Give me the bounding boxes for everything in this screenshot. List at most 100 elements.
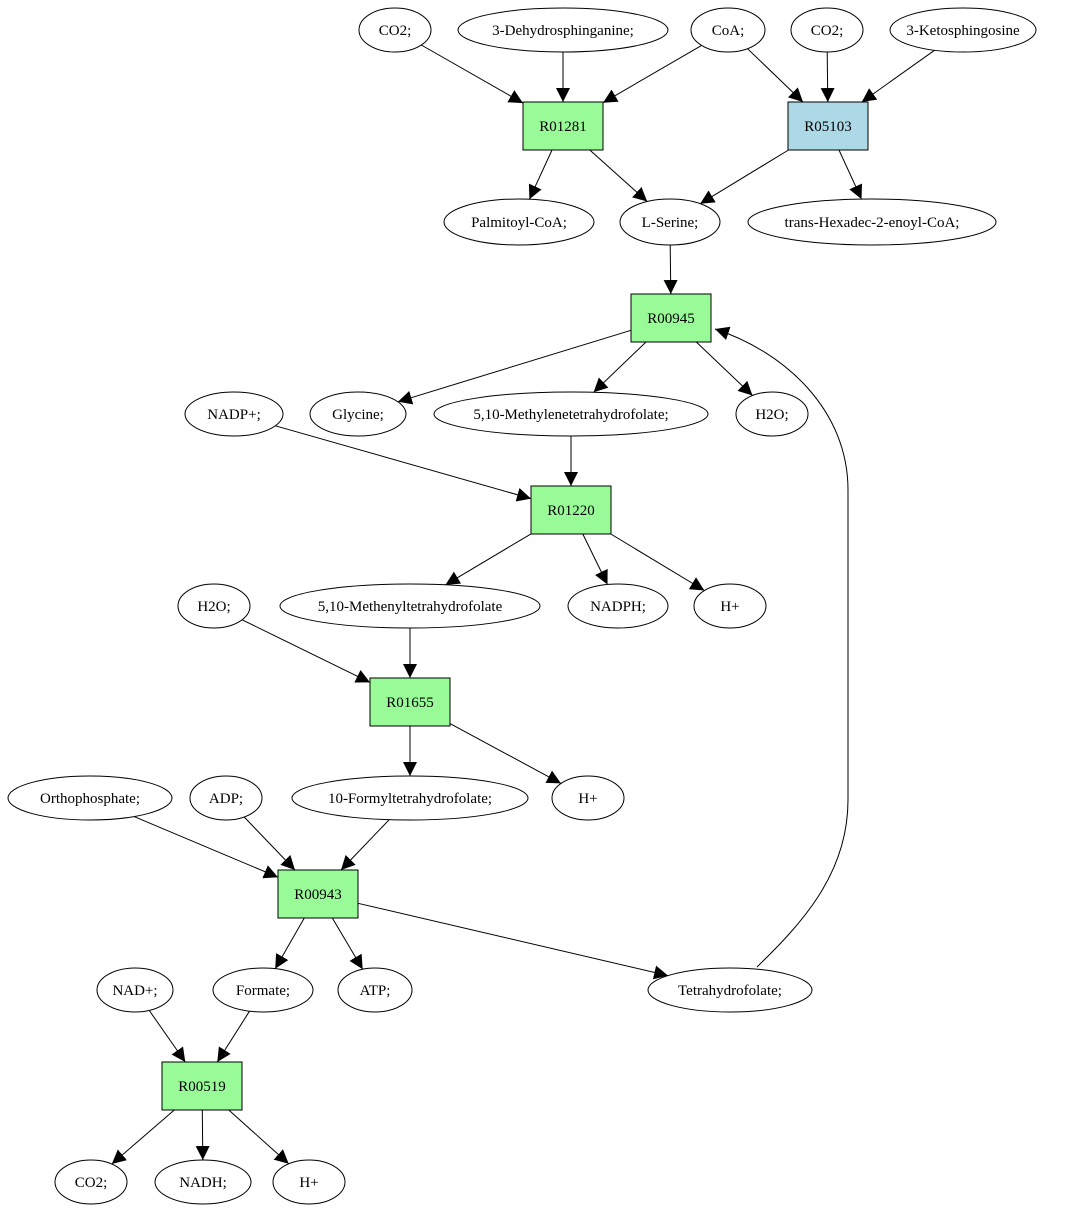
node-label: 5,10-Methenyltetrahydrofolate: [318, 599, 503, 615]
compound-ellipse: [647, 967, 813, 1013]
compound-node-co2-a[interactable]: CO2;: [358, 7, 432, 53]
compound-ellipse: [735, 391, 809, 437]
compound-ellipse: [54, 1159, 128, 1205]
edge-thf-to-r00945: [714, 326, 849, 968]
compound-node-coa[interactable]: CoA;: [690, 7, 766, 53]
compound-node-dehydrosphinganine[interactable]: 3-Dehydrosphinganine;: [457, 7, 669, 53]
edge-coa-to-r01281: [602, 44, 702, 104]
compound-ellipse: [358, 7, 432, 53]
node-label: R00945: [647, 311, 695, 327]
node-label: L-Serine;: [642, 215, 699, 231]
node-label: R01281: [539, 119, 587, 135]
compound-ellipse: [337, 967, 413, 1013]
compound-node-co2-c[interactable]: CO2;: [54, 1159, 128, 1205]
edge-r00943-to-formate: [274, 917, 305, 969]
compound-ellipse: [184, 391, 284, 437]
edge-r01220-to-methenyl-thf: [445, 533, 532, 586]
edge-r00519-to-h-plus-c: [228, 1109, 290, 1165]
edge-l-serine-to-r00945: [663, 244, 678, 295]
compound-ellipse: [177, 583, 251, 629]
compound-ellipse: [272, 1159, 346, 1205]
node-label: R05103: [804, 119, 852, 135]
compound-node-h-plus-c[interactable]: H+: [272, 1159, 346, 1205]
reaction-node-r01655[interactable]: R01655: [369, 677, 451, 727]
edge-r01220-to-h-plus-a: [610, 533, 705, 591]
edge-coa-to-r05103: [747, 48, 804, 103]
compound-node-palmitoyl-coa[interactable]: Palmitoyl-CoA;: [443, 198, 595, 246]
compound-node-nadp[interactable]: NADP+;: [184, 391, 284, 437]
node-label: H+: [720, 599, 739, 615]
edge-r00945-to-glycine: [397, 329, 632, 405]
compound-node-methylene-thf[interactable]: 5,10-Methylenetetrahydrofolate;: [433, 391, 709, 437]
node-label: 10-Formyltetrahydrofolate;: [328, 791, 492, 807]
reaction-node-r05103[interactable]: R05103: [787, 101, 869, 151]
reaction-node-r00945[interactable]: R00945: [630, 293, 712, 343]
compound-node-formate[interactable]: Formate;: [212, 967, 314, 1013]
node-label: H+: [299, 1175, 318, 1191]
reaction-box: [630, 293, 712, 343]
compound-node-h-plus-a[interactable]: H+: [693, 583, 767, 629]
compound-node-h2o-b[interactable]: H2O;: [177, 583, 251, 629]
compound-ellipse: [96, 967, 174, 1013]
edge-co2-a-to-r01281: [421, 44, 524, 104]
compound-node-orthophosphate[interactable]: Orthophosphate;: [7, 775, 173, 821]
compound-ellipse: [690, 7, 766, 53]
compound-node-adp[interactable]: ADP;: [189, 775, 263, 821]
compound-ellipse: [567, 583, 669, 629]
node-label: 5,10-Methylenetetrahydrofolate;: [473, 407, 668, 423]
compound-node-thf[interactable]: Tetrahydrofolate;: [647, 967, 813, 1013]
node-label: 3-Dehydrosphinganine;: [492, 23, 634, 39]
compound-node-h2o-a[interactable]: H2O;: [735, 391, 809, 437]
compound-node-nad[interactable]: NAD+;: [96, 967, 174, 1013]
compound-node-nadph[interactable]: NADPH;: [567, 583, 669, 629]
node-label: Palmitoyl-CoA;: [471, 215, 567, 231]
compound-ellipse: [747, 198, 997, 246]
edge-r00519-to-co2-c: [111, 1109, 175, 1165]
reaction-box: [277, 869, 359, 919]
edges-layer: [111, 44, 935, 1165]
compound-ellipse: [790, 7, 864, 53]
compound-node-methenyl-thf[interactable]: 5,10-Methenyltetrahydrofolate: [279, 583, 541, 629]
compound-ellipse: [443, 198, 595, 246]
edge-r00943-to-atp: [331, 917, 364, 970]
compound-node-glycine[interactable]: Glycine;: [309, 391, 407, 437]
edge-r05103-to-l-serine: [699, 149, 789, 205]
compound-ellipse: [433, 391, 709, 437]
compound-node-l-serine[interactable]: L-Serine;: [619, 198, 721, 246]
edge-adp-to-r00943: [243, 816, 296, 871]
compound-node-hexadecenoyl-coa[interactable]: trans-Hexadec-2-enoyl-CoA;: [747, 198, 997, 246]
node-label: NAD+;: [112, 983, 157, 999]
edge-orthophosphate-to-r00943: [133, 816, 279, 879]
compound-ellipse: [889, 7, 1037, 53]
reaction-node-r01281[interactable]: R01281: [522, 101, 604, 151]
edge-r01281-to-l-serine: [589, 149, 648, 202]
reaction-node-r00519[interactable]: R00519: [161, 1061, 243, 1111]
compound-node-h-plus-b[interactable]: H+: [551, 775, 625, 821]
compound-ellipse: [551, 775, 625, 821]
compound-ellipse: [291, 775, 529, 821]
compound-node-nadh[interactable]: NADH;: [154, 1159, 252, 1205]
reaction-node-r00943[interactable]: R00943: [277, 869, 359, 919]
compound-node-ketosphingosine[interactable]: 3-Ketosphingosine: [889, 7, 1037, 53]
reaction-node-r01220[interactable]: R01220: [530, 485, 612, 535]
compound-node-formyl-thf[interactable]: 10-Formyltetrahydrofolate;: [291, 775, 529, 821]
node-label: H2O;: [197, 599, 230, 615]
compound-node-atp[interactable]: ATP;: [337, 967, 413, 1013]
reaction-box: [522, 101, 604, 151]
compound-node-co2-b[interactable]: CO2;: [790, 7, 864, 53]
node-label: CO2;: [811, 23, 844, 39]
reaction-box: [787, 101, 869, 151]
edge-nadp-to-r01220: [275, 425, 532, 502]
node-label: CoA;: [712, 23, 745, 39]
edge-r00943-to-thf: [357, 902, 669, 980]
reaction-box: [530, 485, 612, 535]
node-label: Tetrahydrofolate;: [678, 983, 782, 999]
node-label: trans-Hexadec-2-enoyl-CoA;: [785, 215, 960, 231]
compound-ellipse: [309, 391, 407, 437]
node-label: 3-Ketosphingosine: [906, 23, 1020, 39]
edge-nad-to-r00519: [148, 1010, 186, 1063]
node-label: R01220: [547, 503, 595, 519]
edge-r00945-to-methylene-thf: [593, 341, 647, 393]
compound-ellipse: [212, 967, 314, 1013]
node-label: ADP;: [209, 791, 243, 807]
